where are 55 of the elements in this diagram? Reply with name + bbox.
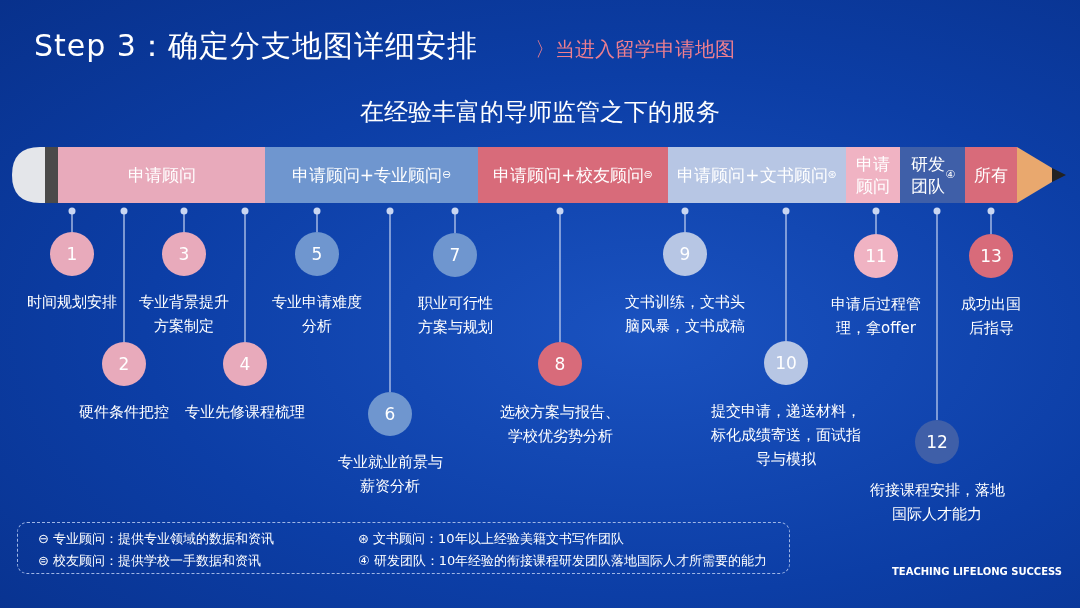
leader-line (782, 207, 790, 342)
leader-line (872, 207, 880, 235)
leader-line (933, 207, 941, 421)
legend-note: ⊛ 文书顾问：10年以上经验美籍文书写作团队 (358, 530, 625, 548)
slogan-text: TEACHING LIFELONG SUCCESS (892, 566, 1062, 577)
number-badge: 10 (764, 341, 808, 385)
pencil-segment: 申请顾问 (58, 147, 265, 203)
leader-line (386, 207, 394, 393)
number-badge: 1 (50, 232, 94, 276)
number-badge: 2 (102, 342, 146, 386)
pencil-segment: 所有 (965, 147, 1017, 203)
leader-line (313, 207, 321, 233)
step-description: 成功出国后指导 (960, 294, 1022, 339)
step-description: 选校方案与报告、学校优劣势分析 (499, 402, 621, 447)
number-badge: 5 (295, 232, 339, 276)
number-badge: 8 (538, 342, 582, 386)
step-description: 专业先修课程梳理 (184, 402, 306, 423)
number-badge: 11 (854, 234, 898, 278)
step-description: 硬件条件把控 (78, 402, 170, 423)
pencil-segment: 申请顾问+文书顾问$^{⊛}$ (668, 147, 846, 203)
step-description: 职业可行性方案与规划 (416, 293, 494, 338)
pencil-segment: 申请顾问+校友顾问$^{⊜}$ (478, 147, 668, 203)
number-badge: 6 (368, 392, 412, 436)
number-badge: 12 (915, 420, 959, 464)
legend-panel (17, 522, 790, 574)
step-description: 文书训练，文书头脑风暴，文书成稿 (624, 292, 746, 337)
leader-line (987, 207, 995, 235)
number-badge: 7 (433, 233, 477, 277)
leader-line (556, 207, 564, 343)
legend-note: ⊖ 专业顾问：提供专业领域的数据和资讯 (38, 530, 276, 548)
legend-note: ④ 研发团队：10年经验的衔接课程研发团队落地国际人才所需要的能力 (358, 552, 769, 570)
number-badge: 9 (663, 232, 707, 276)
leader-line (241, 207, 249, 343)
leader-line (681, 207, 689, 233)
step-description: 提交申请，递送材料，标化成绩寄送，面试指导与模拟 (710, 401, 862, 470)
leader-line (451, 207, 459, 234)
pencil-segment: 研发团队$^{④}$ (900, 147, 965, 203)
number-badge: 3 (162, 232, 206, 276)
step-description: 衔接课程安排，落地国际人才能力 (868, 480, 1006, 525)
pencil-segment: 申请顾问+专业顾问$^{⊖}$ (265, 147, 478, 203)
service-heading: 在经验丰富的导师监管之下的服务 (359, 97, 721, 128)
step-description: 时间规划安排 (26, 292, 118, 313)
pencil-segment: 申请顾问 (846, 147, 900, 203)
slide-title: Step 3：确定分支地图详细安排 (34, 27, 478, 65)
step-description: 专业申请难度分析 (271, 292, 363, 337)
step-description: 申请后过程管理，拿offer (830, 294, 922, 339)
step-description: 专业就业前景与薪资分析 (336, 452, 444, 497)
leader-line (120, 207, 128, 343)
legend-note: ⊜ 校友顾问：提供学校一手数据和资讯 (38, 552, 263, 570)
number-badge: 13 (969, 234, 1013, 278)
leader-line (180, 207, 188, 233)
number-badge: 4 (223, 342, 267, 386)
section-subtitle: 〉当进入留学申请地图 (535, 36, 735, 63)
step-description: 专业背景提升方案制定 (138, 292, 230, 337)
leader-line (68, 207, 76, 233)
